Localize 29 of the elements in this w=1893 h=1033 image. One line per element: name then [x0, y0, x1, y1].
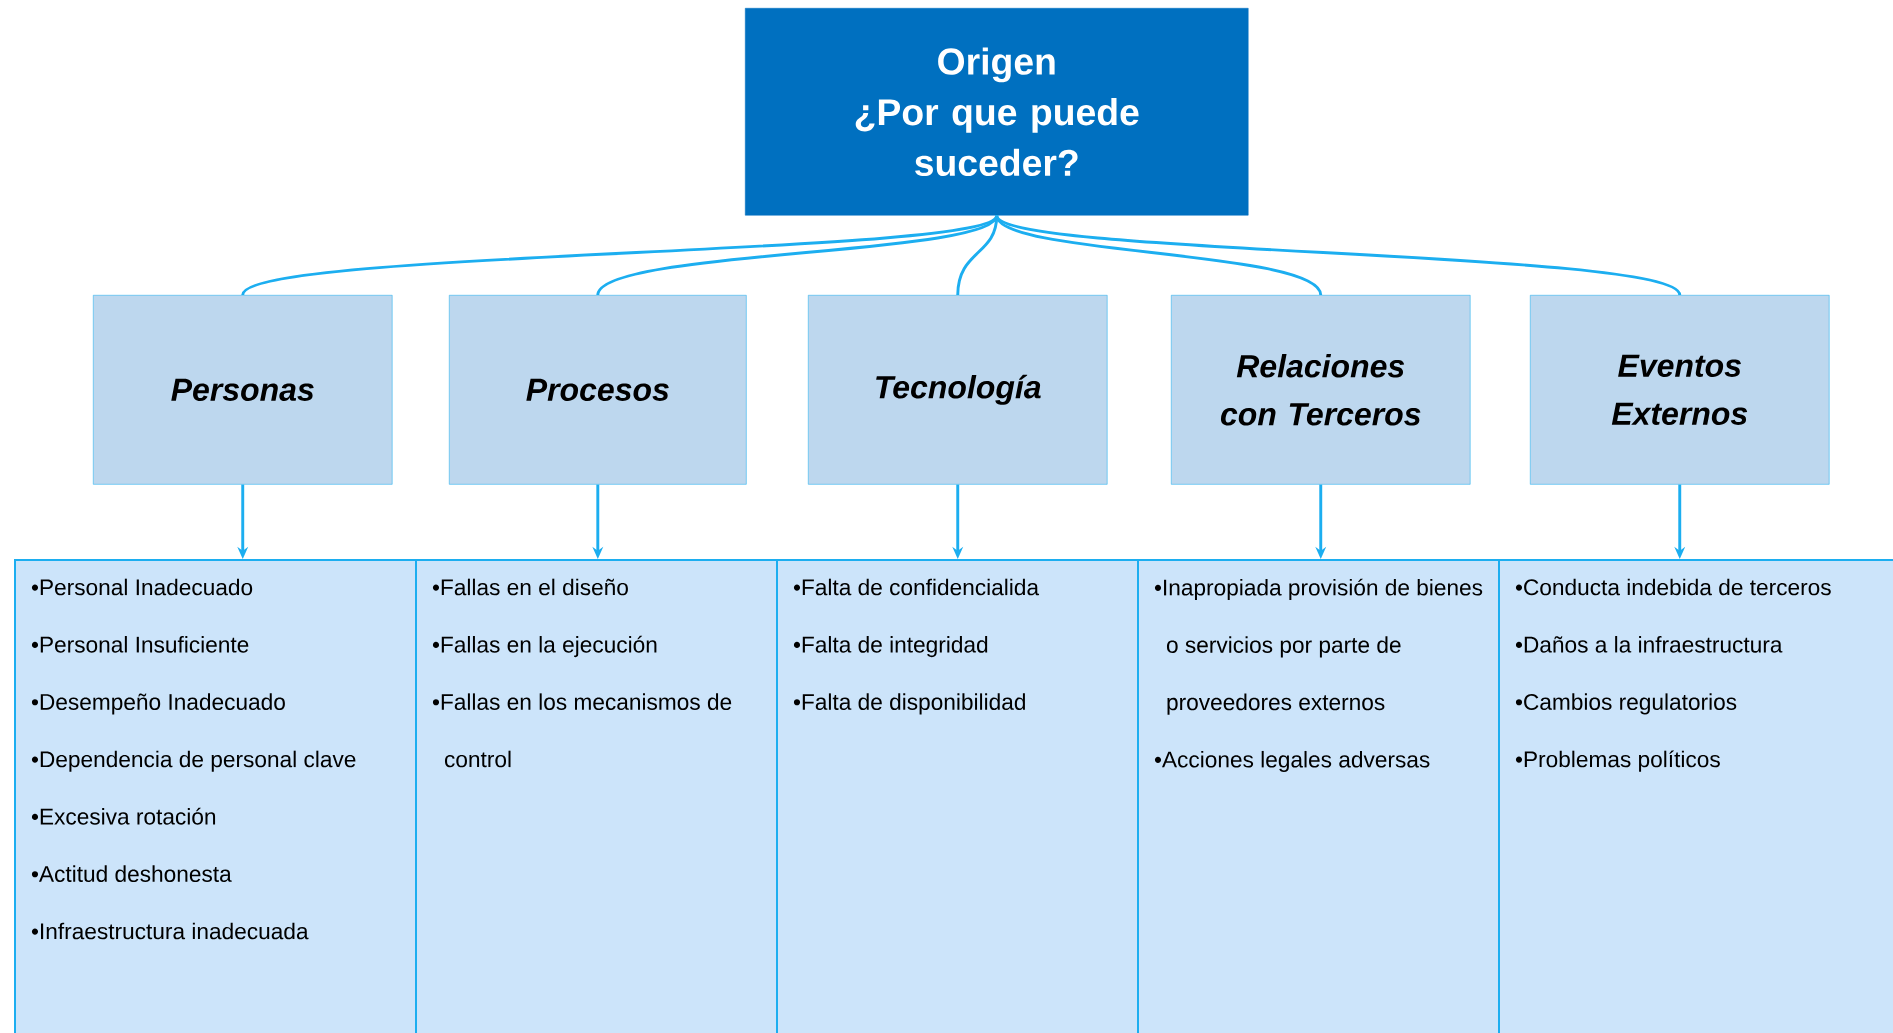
list-box: •Conducta indebida de terceros •Daños a la infraestructura •Cambios regulatorios •Problemas políticos [1498, 559, 1893, 1033]
title-box: Origen ¿Por que puede suceder? [745, 8, 1249, 216]
connector-line [956, 215, 999, 296]
node-label: •Desempeño Inadecuado [31, 693, 285, 715]
node-label: •Personal Insuficiente [31, 636, 249, 653]
list-box: •Inapropiada provisión de bienes o servicios por parte de proveedores externos •Acciones legales adversas [1137, 559, 1501, 1033]
node-label: •Fallas en los mecanismos de control [432, 693, 732, 768]
node-label: •Actitud deshonesta [31, 865, 232, 882]
list-box: •Falta de confidencialida •Falta de integridad •Falta de disponibilidad [776, 559, 1140, 1033]
node-label: •Falta de confidencialida [793, 578, 1040, 596]
category-box: Tecnología [808, 295, 1108, 485]
category-box: Procesos [449, 295, 747, 485]
category-box: Eventos Externos [1530, 295, 1830, 485]
node-label: •Fallas en el diseño [432, 578, 628, 596]
category-box: Relaciones con Terceros [1171, 295, 1471, 485]
list-box: •Personal Inadecuado •Personal Insuficiente •Desempeño Inadecuado •Dependencia de personal clave •Excesiva rotación •Actitud deshonesta •Infraestructura inadecuada [14, 559, 418, 1033]
node-label: •Falta de integridad [793, 636, 988, 658]
category-box: Personas [93, 295, 393, 485]
node-label: •Inapropiada provisión de bienes o servicios por parte de proveedores externos [1154, 578, 1483, 715]
connector-line [241, 214, 998, 297]
node-label: •Acciones legales adversas [1154, 750, 1430, 773]
node-label: •Dependencia de personal clave [31, 750, 356, 772]
node-label: •Infraestructura inadecuada [31, 922, 309, 940]
list-box: •Fallas en el diseño •Fallas en la ejecución •Fallas en los mecanismos de control [415, 559, 779, 1033]
connector-line [995, 214, 1681, 297]
node-label: •Falta de disponibilidad [793, 693, 1025, 715]
node-label: •Personal Inadecuado [31, 578, 253, 596]
node-label: •Excesiva rotación [31, 807, 216, 825]
node-label: •Fallas en la ejecución [432, 635, 657, 658]
